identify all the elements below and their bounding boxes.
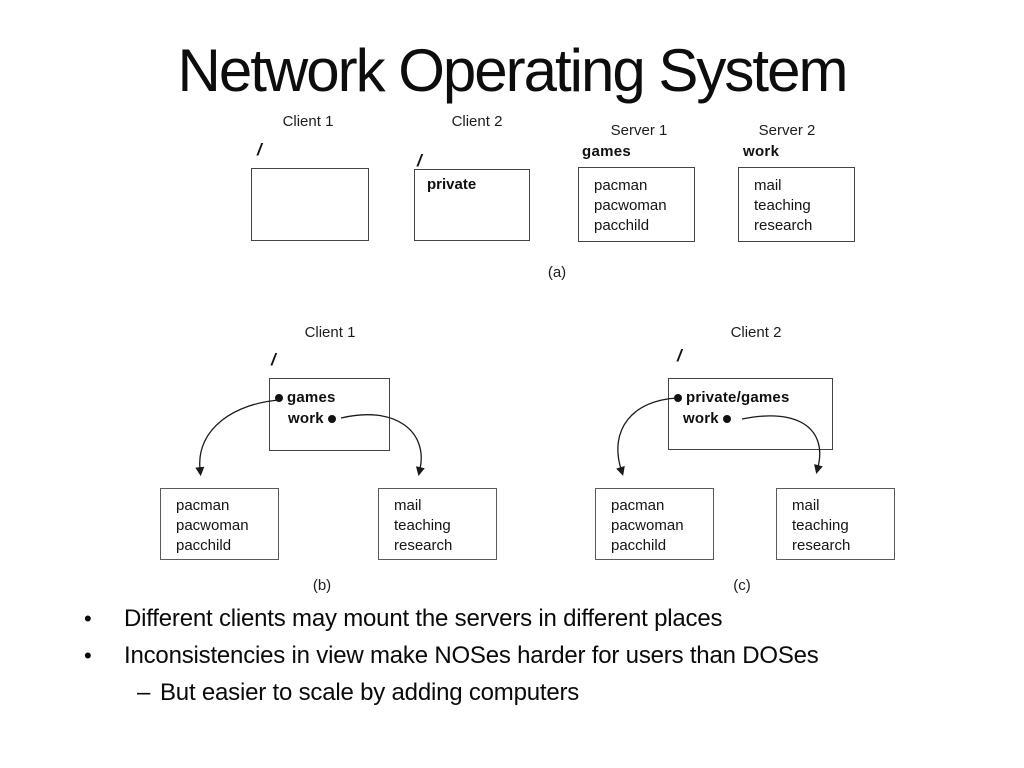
fig-c-mount1-label: private/games [686,389,790,406]
file-entry: mail [394,497,422,514]
fig-b-server2-box: mail teaching research [378,488,497,560]
fig-a-server1-share-label: games [582,143,632,160]
fig-a-caption: (a) [547,264,567,281]
mount-point-dot [275,393,283,402]
bullet-line-1: • Different clients may mount the servers… [84,605,722,633]
mount-point-dot [674,393,682,402]
bullet-line-3: –But easier to scale by adding computers [137,679,579,707]
bullet-line-2: • Inconsistencies in view make NOSes hard… [84,642,819,670]
bullet-text: Inconsistencies in view make NOSes harde… [124,642,819,669]
file-entry: mail [792,497,820,514]
fig-a-client2-label: Client 2 [451,113,503,130]
file-entry: pacman [176,497,230,514]
fig-a-client2-dir: private [427,176,477,193]
mount-arrow-b-games [195,399,281,477]
fig-b-mount1-label: games [287,389,336,406]
fig-a-server1-label: Server 1 [610,122,668,139]
fig-c-client-box: private/games work [668,378,833,450]
fig-b-server1-box: pacman pacwoman pacchild [160,488,279,560]
fig-a-client2-root-label: / [417,151,422,170]
fig-a-server2-box: mail teaching research [738,167,855,242]
bullet-marker: • [84,643,92,668]
fig-b-root-label: / [271,350,276,369]
file-entry: pacwoman [594,197,667,214]
fig-b-caption: (b) [312,577,332,594]
fig-c-mount-row-work: work [683,408,832,429]
fig-a-server1-box: pacman pacwoman pacchild [578,167,695,242]
fig-b-mount2-label: work [288,410,324,427]
file-entry: pacchild [594,217,650,234]
mount-point-dot [327,414,336,423]
fig-c-mount-row-private-games: private/games [674,387,832,408]
fig-c-mount2-label: work [683,410,719,427]
fig-b-mount-row-work: work [288,408,389,429]
fig-a-client1-label: Client 1 [282,113,334,130]
bullet-text: But easier to scale by adding computers [160,679,580,706]
file-entry: pacman [611,497,665,514]
file-entry: research [792,537,851,554]
mount-point-dot [722,414,731,423]
file-entry: pacwoman [176,517,249,534]
fig-b-mount-row-games: games [275,387,389,408]
file-entry: research [754,217,813,234]
fig-c-server2-box: mail teaching research [776,488,895,560]
slide-title: Network Operating System [177,37,849,104]
bullet-marker: • [84,606,92,631]
dash-marker: – [137,679,151,706]
fig-c-caption: (c) [733,577,751,594]
fig-b-client-label: Client 1 [304,324,356,341]
fig-a-client1-box [251,168,369,241]
fig-c-client-label: Client 2 [730,324,782,341]
file-entry: mail [754,177,782,194]
fig-a-client2-box: private [414,169,530,241]
file-entry: teaching [754,197,811,214]
file-entry: pacman [594,177,648,194]
file-entry: pacwoman [611,517,684,534]
fig-c-server1-box: pacman pacwoman pacchild [595,488,714,560]
file-entry: pacchild [611,537,667,554]
file-entry: pacchild [176,537,232,554]
file-entry: teaching [394,517,451,534]
fig-b-client-box: games work [269,378,390,451]
file-entry: teaching [792,517,849,534]
fig-a-server2-label: Server 2 [758,122,816,139]
file-entry: research [394,537,453,554]
fig-c-root-label: / [677,346,682,365]
fig-a-client1-root-label: / [257,140,262,159]
fig-a-server2-share-label: work [743,143,780,160]
bullet-text: Different clients may mount the servers … [124,605,723,632]
